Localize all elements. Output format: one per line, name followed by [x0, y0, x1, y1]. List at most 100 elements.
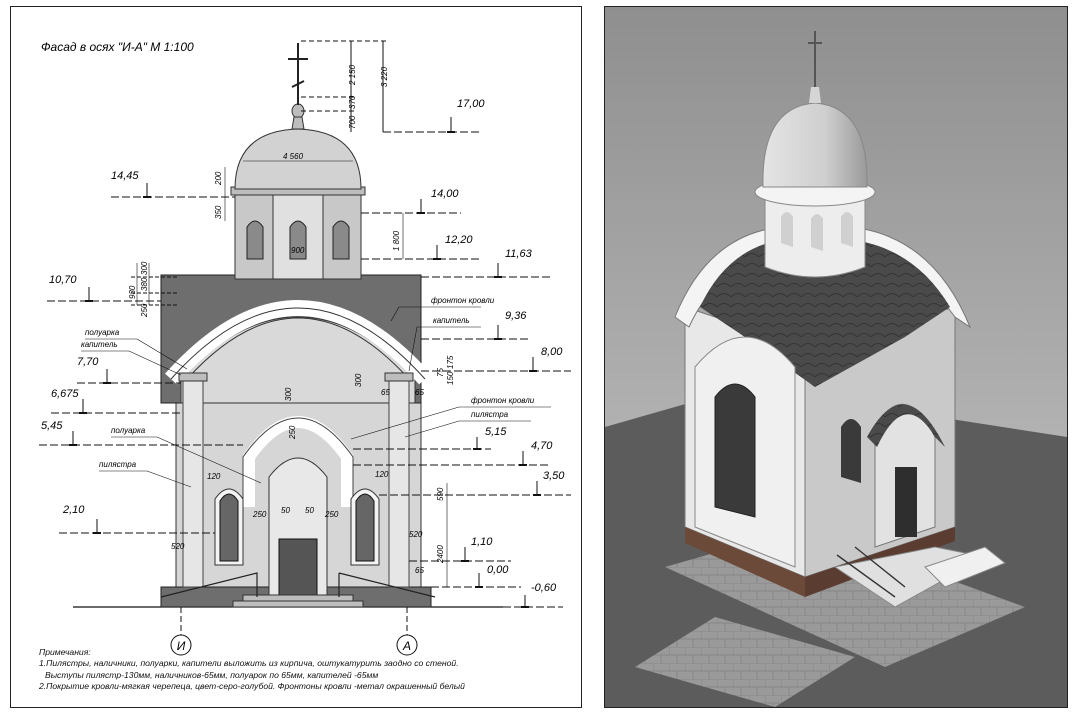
render-svg	[605, 7, 1067, 707]
dim-900: 900	[291, 246, 305, 255]
svg-text:250: 250	[140, 303, 149, 318]
dim-65-base: 65	[415, 566, 424, 575]
notes-line-2: Выступы пилястр-130мм, наличников-65мм, …	[45, 669, 379, 680]
ramp-rail-right	[338, 572, 436, 598]
big-arch-outline	[170, 307, 426, 380]
dimension-chain-roof-left: 300 380 930 250	[128, 261, 177, 318]
dim-120-right: 120	[375, 470, 389, 479]
callout-pilaster-right: пилястра	[471, 410, 509, 419]
svg-text:11,63: 11,63	[505, 248, 533, 260]
dim-65-b: 65	[415, 388, 424, 397]
callout-gable-lower: фронтон кровли	[471, 396, 535, 405]
dim-200: 200	[214, 171, 223, 186]
dim-50-left: 50	[281, 506, 290, 515]
svg-text:3,50: 3,50	[543, 470, 565, 482]
elevation-mark-9-36: 9,36	[421, 310, 531, 340]
callout-capital-right: капитель	[433, 316, 470, 325]
axis-marker-left	[170, 634, 192, 656]
svg-text:6,675: 6,675	[51, 388, 79, 400]
drum-window-1	[246, 220, 264, 260]
dimension-chain-cross: 3 220 2 150 370 700	[301, 40, 389, 132]
elevation-mark-6-675: 6,675	[51, 388, 181, 414]
elevation-mark-1-10: 1,10	[409, 536, 511, 562]
entrance-door[interactable]	[278, 538, 318, 596]
svg-text:3 220: 3 220	[380, 66, 389, 87]
render-drum-window-3	[841, 212, 853, 247]
render-steps	[924, 546, 1006, 588]
elevation-mark-5-15: 5,15	[353, 426, 507, 450]
callout-half-arch-upper: полуарка	[85, 328, 120, 337]
dim-250-arch: 250	[288, 425, 297, 440]
elevation-mark-8-00: 8,00	[421, 346, 571, 372]
svg-text:14,45: 14,45	[111, 170, 139, 182]
notes-heading: Примечания:	[39, 647, 91, 657]
axis-label-right: А	[402, 639, 411, 653]
dome-width-dim: 4 560	[283, 152, 304, 161]
dim-150: 150	[446, 371, 455, 385]
step-2	[232, 600, 364, 608]
svg-text:2 150: 2 150	[348, 64, 357, 86]
dim-50-right: 50	[305, 506, 314, 515]
elevation-mark-12-20: 12,20	[361, 234, 481, 260]
capital-right	[384, 372, 414, 382]
capital-left	[178, 372, 208, 382]
roof-tiles	[700, 238, 950, 387]
svg-text:5,15: 5,15	[485, 426, 507, 438]
drum-window-2	[289, 220, 307, 260]
side-door[interactable]	[895, 467, 917, 537]
window-right	[355, 493, 375, 562]
dim-1800: 1 800	[392, 230, 401, 251]
render-dome-neck	[809, 87, 821, 103]
svg-text:380: 380	[140, 277, 149, 291]
facade-elevation-svg: Фасад в осях "И-А" М 1:100	[39, 40, 571, 656]
dome-neck	[291, 116, 305, 130]
elevation-mark-3-50: 3,50	[379, 470, 571, 496]
pilaster-right	[388, 378, 410, 588]
paved-path	[635, 617, 855, 707]
svg-text:7,70: 7,70	[77, 356, 99, 368]
chapel-3d-render	[604, 6, 1068, 708]
callout-gable-upper: фронтон кровли	[431, 296, 495, 305]
svg-text:12,20: 12,20	[445, 234, 473, 246]
callout-pilaster-left: пилястра	[99, 460, 137, 469]
svg-text:2,10: 2,10	[62, 504, 85, 516]
dim-65-a: 65	[381, 388, 390, 397]
dim-250-door-left: 250	[252, 510, 267, 519]
window-left	[219, 493, 239, 562]
elevation-mark-0-00: 0,00	[431, 564, 521, 588]
dim-120-left: 120	[207, 472, 221, 481]
svg-text:10,70: 10,70	[49, 274, 77, 286]
svg-text:930: 930	[128, 285, 137, 299]
callout-half-arch-lower: полуарка	[111, 426, 146, 435]
svg-text:8,00: 8,00	[541, 346, 563, 358]
render-rails	[836, 546, 906, 598]
cross-slant	[291, 80, 305, 88]
dim-2400: 2400	[436, 545, 445, 564]
svg-text:5,45: 5,45	[41, 420, 63, 432]
porch-roof	[867, 404, 945, 447]
elevation-mark-14-45: 14,45	[111, 170, 235, 198]
elevation-mark-minus-0-60: -0,60	[503, 582, 563, 608]
dim-75: 75	[436, 368, 445, 377]
drawing-notes: Примечания: 1.Пилястры, наличники, полуа…	[39, 647, 579, 692]
brick-plinth-front	[685, 527, 805, 597]
elevation-mark-17-00: 17,00	[383, 98, 485, 133]
dim-300-capital: 300	[354, 373, 363, 387]
elevation-mark-5-45: 5,45	[39, 420, 243, 446]
dim-520-right: 520	[409, 530, 423, 539]
facade-drawing-sheet: Фасад в осях "И-А" М 1:100	[10, 6, 582, 708]
callouts: фронтон кровли капитель полуарка капител…	[81, 296, 551, 488]
render-dome	[762, 102, 868, 188]
dim-520-left: 520	[171, 542, 185, 551]
svg-text:17,00: 17,00	[457, 98, 485, 110]
drum-window-3	[332, 220, 350, 260]
notes-line-3: 2.Покрытие кровли-мягкая черепеца, цвет-…	[39, 680, 465, 691]
front-window	[714, 383, 756, 518]
dim-250-door-right: 250	[324, 510, 339, 519]
elevation-mark-14-00: 14,00	[361, 188, 461, 214]
render-drum-window-2	[811, 214, 823, 251]
dim-350: 350	[214, 205, 223, 219]
svg-text:370: 370	[348, 95, 357, 109]
big-arch-inner	[186, 317, 410, 380]
